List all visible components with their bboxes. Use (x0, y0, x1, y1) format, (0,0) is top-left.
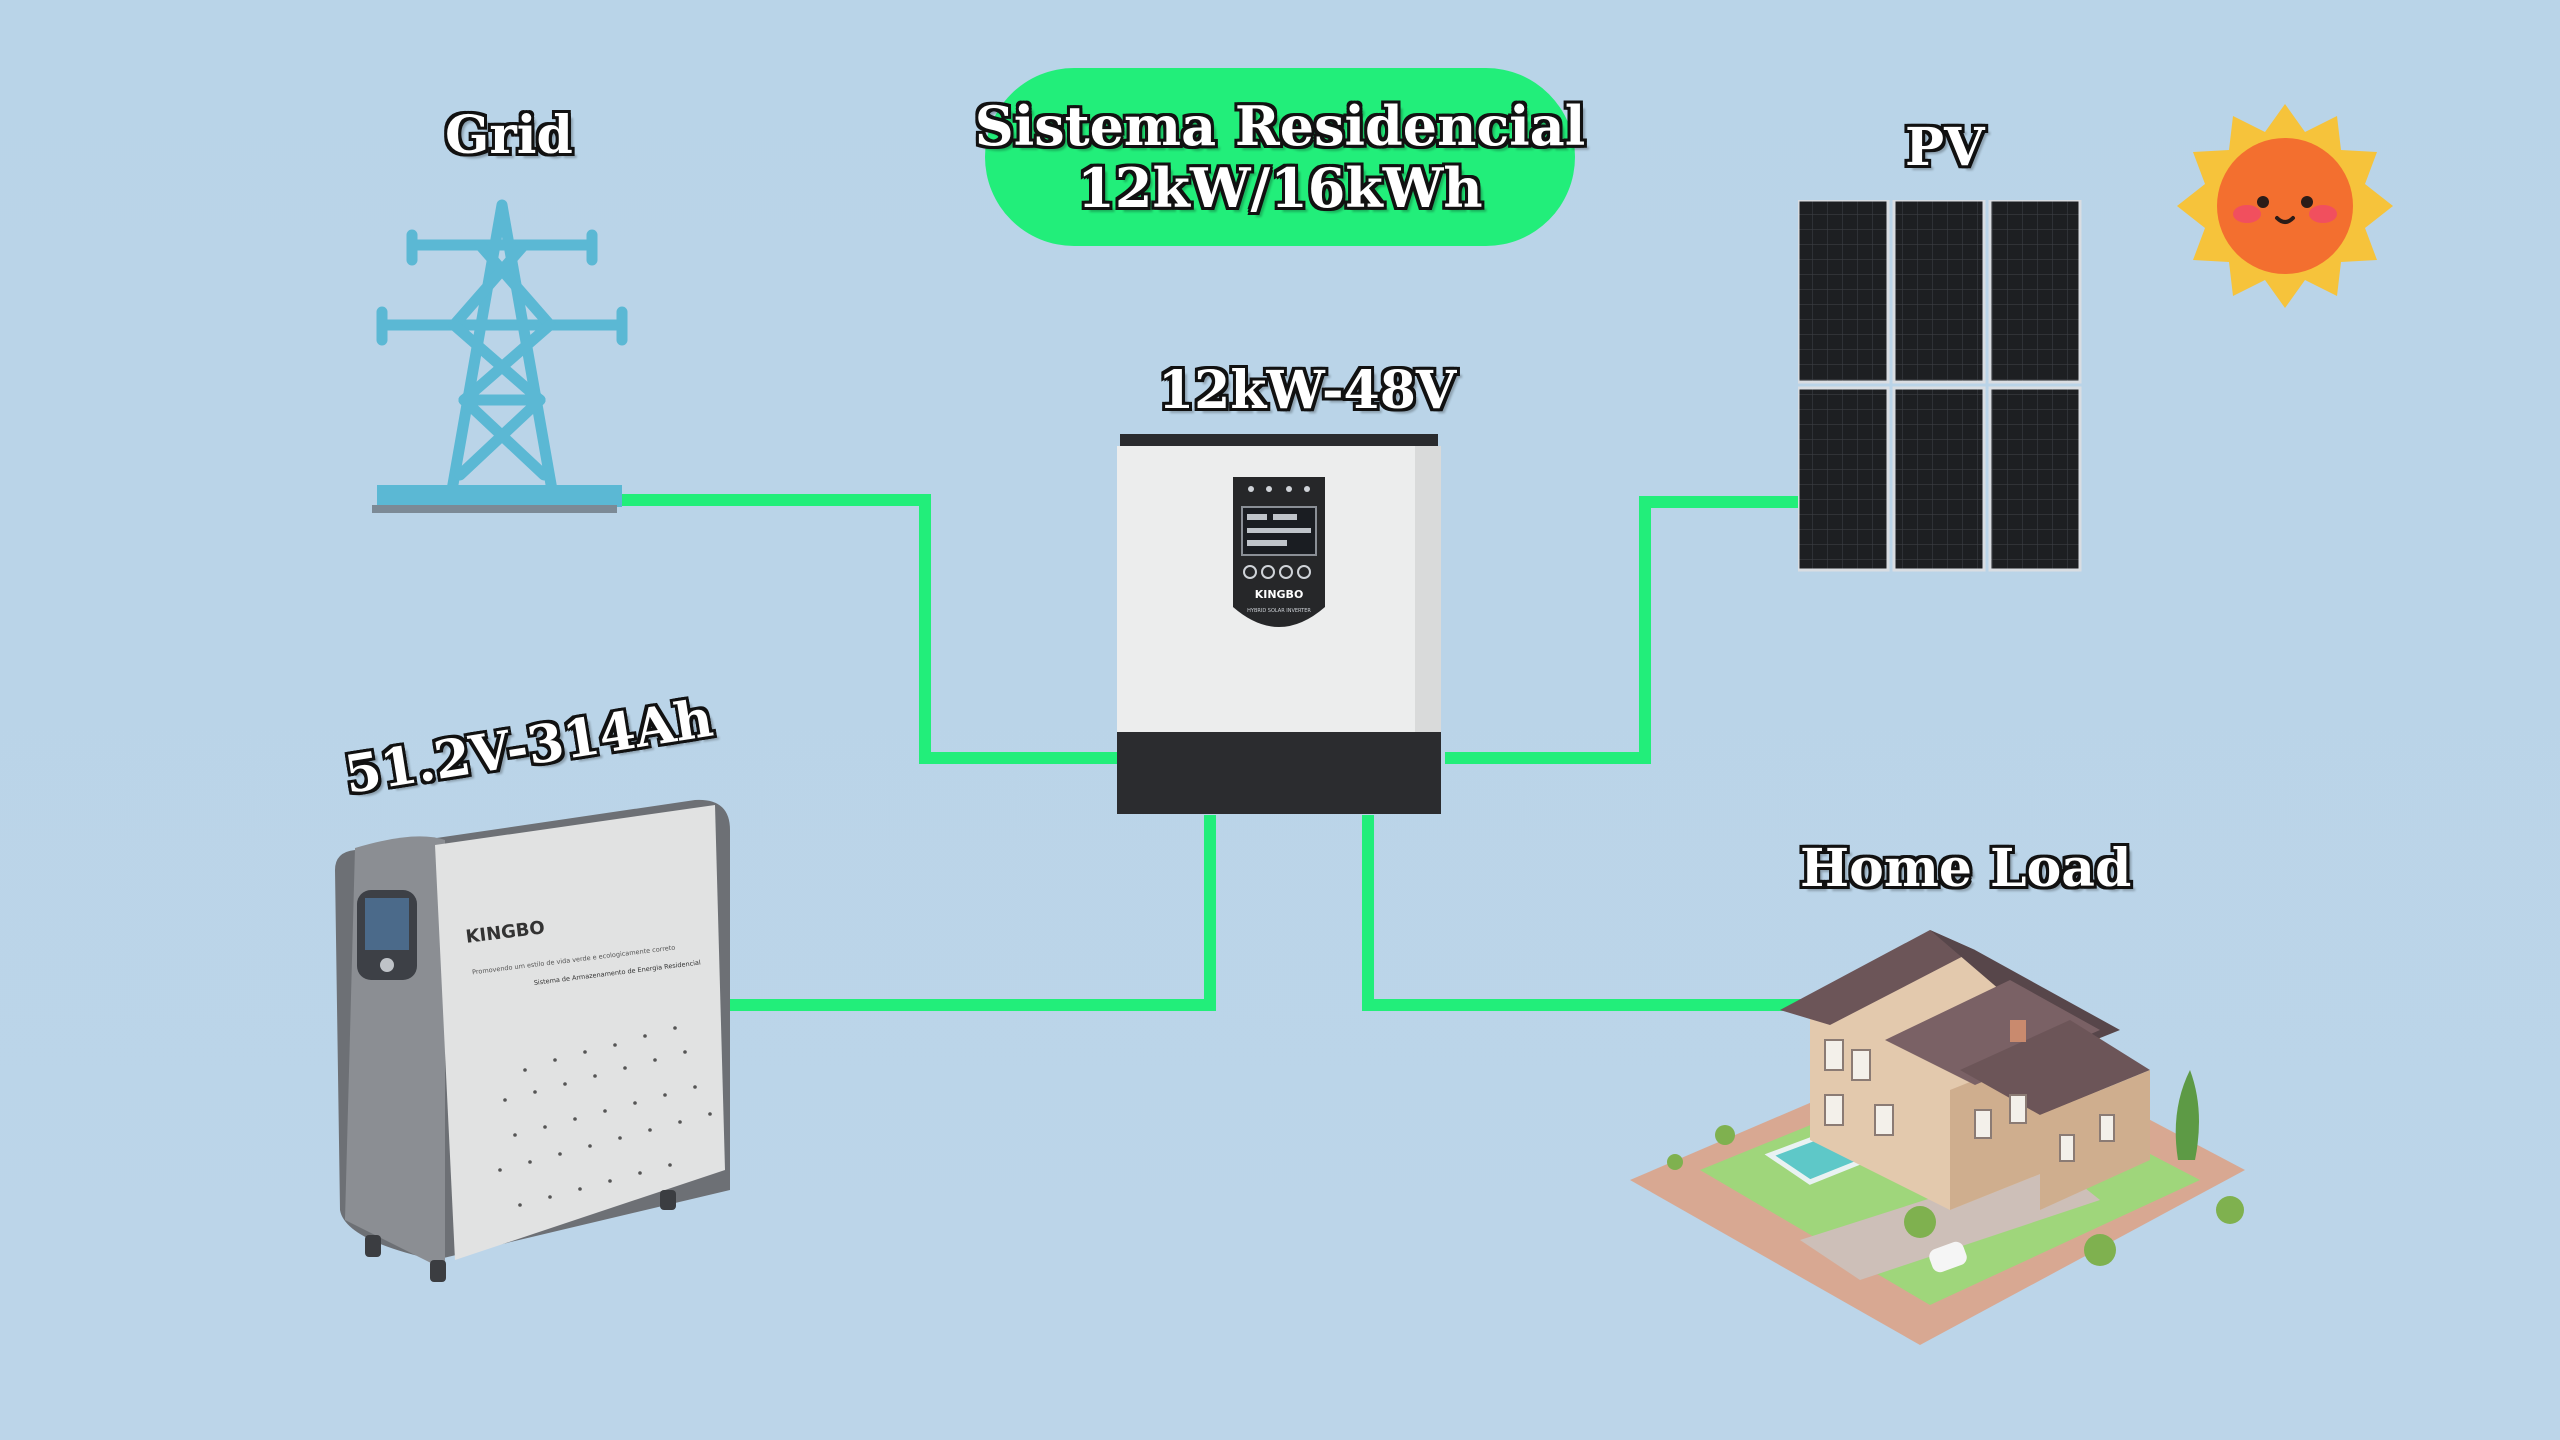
inverter-model-text: HYBRID SOLAR INVERTER (1247, 608, 1311, 614)
inverter-icon: KINGBO HYBRID SOLAR INVERTER (1117, 434, 1441, 814)
home-to-inverter-line (1362, 815, 1805, 1011)
home-load-label: Home Load (1800, 838, 2132, 899)
inverter-label: 12kW-48V (1158, 360, 1457, 421)
grid-label: Grid (445, 105, 573, 166)
pv-label: PV (1905, 117, 1985, 178)
title-line-2: 12kW/16kWh (1077, 156, 1483, 220)
grid-to-inverter-line (620, 494, 1120, 764)
title-pill: Sistema Residencial 12kW/16kWh (975, 68, 1585, 246)
sun-icon (2177, 104, 2393, 308)
solar-panel-icon (1798, 200, 2082, 572)
battery-to-inverter-line (725, 815, 1216, 1011)
battery-icon: KINGBO Promovendo um estilo de vida verd… (335, 799, 730, 1282)
pv-to-inverter-line (1445, 496, 1800, 764)
title-line-1: Sistema Residencial (974, 94, 1586, 158)
transmission-tower-icon (372, 199, 628, 513)
house-icon (1630, 930, 2245, 1345)
inverter-brand-text: KINGBO (1255, 588, 1304, 601)
